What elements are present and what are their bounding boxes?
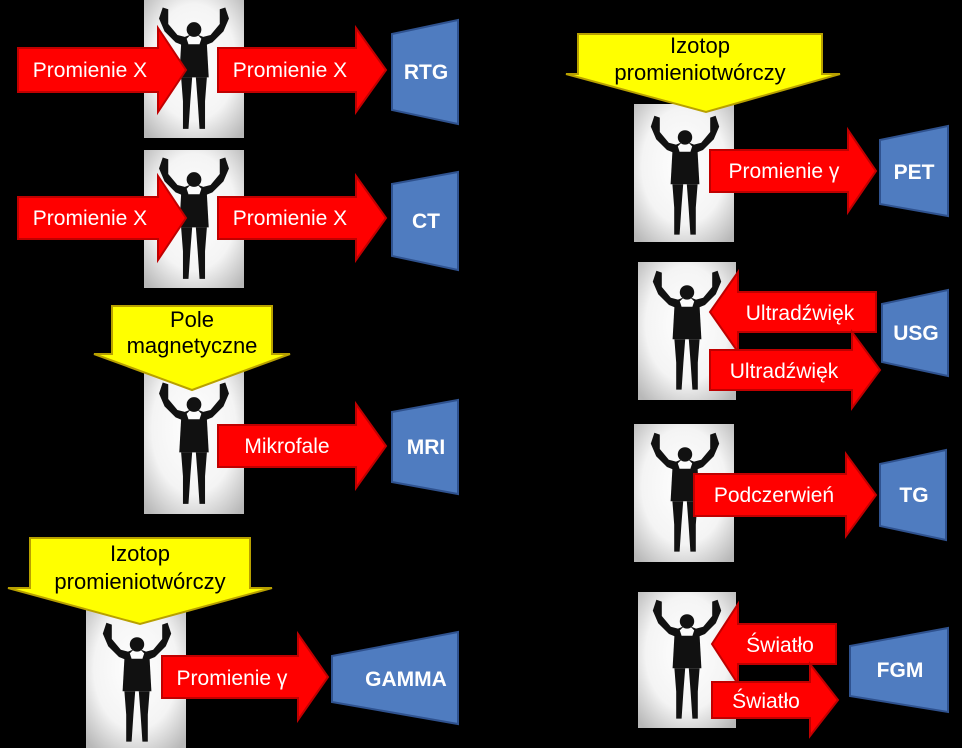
modality-pet: Izotop promieniotwórczy Promienie γ PET [565,33,949,242]
device-label: PET [894,161,935,184]
arrow-out: Promienie γ [161,630,330,724]
device-mri: MRI [391,398,459,496]
modality-ct: Promienie X Promienie X CT [17,150,459,288]
input-label-line2: promieniotwórczy [614,60,785,85]
input-arrow: Izotop promieniotwórczy [7,537,273,626]
device-label: CT [412,210,440,233]
arrow-out: Promienie X [217,172,388,264]
arrow-out: Mikrofale [217,400,388,492]
modality-rtg: Promienie X Promienie X RTG [17,0,459,138]
arrow-label: Mikrofale [244,435,329,458]
modality-mri: Pole magnetyczne Mikrofale MRI [93,305,459,514]
modality-gamma: Izotop promieniotwórczy Promienie γ GAMM… [7,537,459,748]
arrow-label: Światło [732,689,800,713]
device-gamma: GAMMA [331,630,459,726]
device-label: RTG [404,61,448,84]
device-tg: TG [879,448,947,542]
device-label: FGM [877,659,924,682]
arrow-in: Promienie X [17,172,188,264]
input-label-line1: Pole [170,307,214,332]
arrow-out: Promienie γ [709,126,878,216]
input-label-line1: Izotop [110,541,170,566]
arrow-label: Promienie X [233,207,347,230]
input-label-line2: magnetyczne [127,333,258,358]
device-pet: PET [879,124,949,218]
device-label: MRI [407,436,446,459]
device-usg: USG [881,288,949,378]
arrow-label: Promienie X [33,207,147,230]
arrow-back: Światło [710,600,837,688]
device-label: USG [893,322,939,345]
device-fgm: FGM [849,626,949,714]
arrow-out: Promienie X [217,24,388,116]
input-label-line2: promieniotwórczy [54,569,225,594]
arrow-label: Promienie γ [729,160,840,183]
modality-usg: Ultradźwięk Ultradźwięk USG [638,262,949,412]
device-rtg: RTG [391,18,459,126]
device-label: GAMMA [365,668,447,691]
arrow-label: Promienie X [233,59,347,82]
arrow-out: Ultradźwięk [709,328,882,412]
device-label: TG [899,484,928,507]
arrow-label: Ultradźwięk [730,360,839,383]
arrow-label: Promienie X [33,59,147,82]
modality-tg: Podczerwień TG [634,424,947,562]
arrow-out: Światło [711,661,840,739]
arrow-label: Podczerwień [714,484,834,507]
modality-fgm: Światło Światło FGM [638,592,949,739]
arrow-in: Promienie X [17,24,188,116]
arrow-label: Światło [746,633,814,657]
input-label-line1: Izotop [670,33,730,58]
arrow-label: Ultradźwięk [746,302,855,325]
arrow-label: Promienie γ [177,667,288,690]
input-arrow: Izotop promieniotwórczy [565,33,841,114]
input-arrow: Pole magnetyczne [93,305,291,392]
device-ct: CT [391,170,459,272]
arrow-out: Podczerwień [693,450,878,540]
